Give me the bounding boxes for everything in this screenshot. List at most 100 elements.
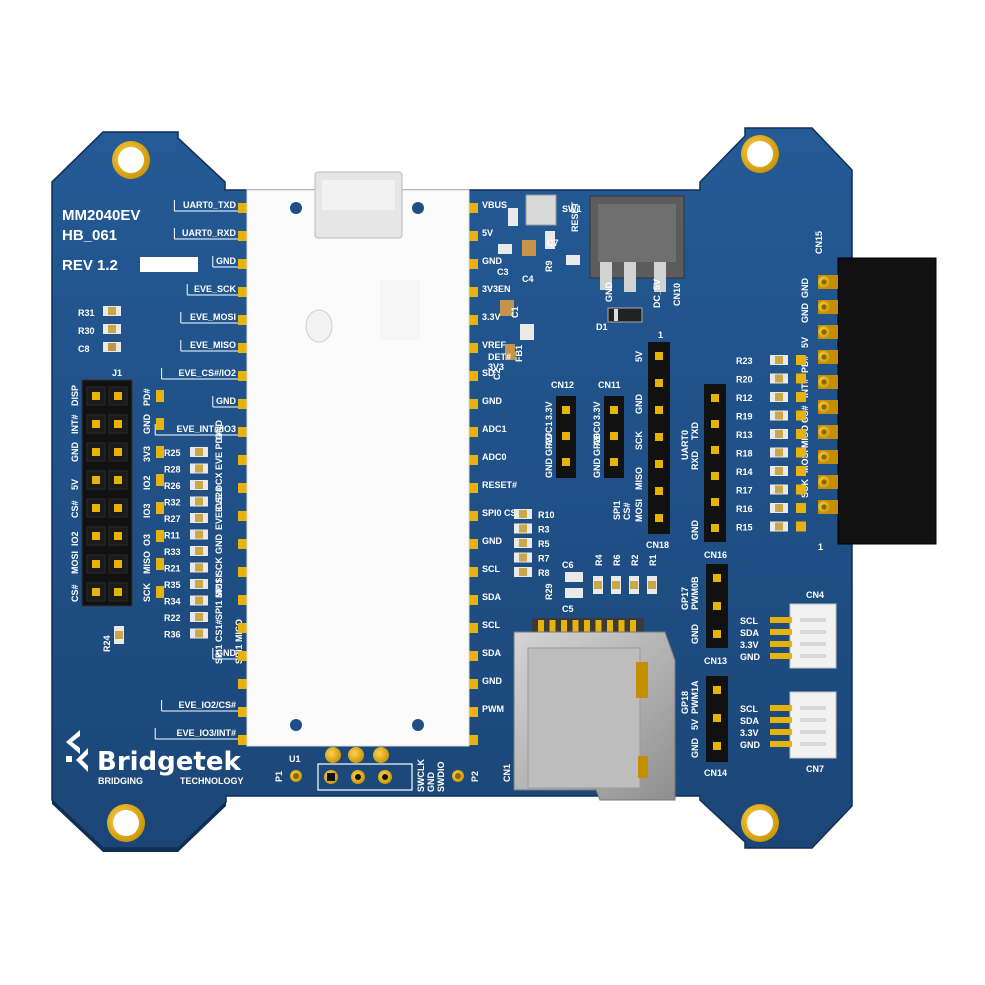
pin-label: MOSI (800, 450, 810, 473)
svg-text:C7: C7 (547, 238, 559, 248)
pin-label: GP27 (544, 433, 554, 456)
j1-pin-label: CS# (70, 584, 80, 602)
header-pin (92, 420, 100, 428)
header-pin (655, 433, 663, 441)
r24: R24 (102, 626, 124, 652)
board-rev: REV 1.2 (62, 257, 118, 274)
j1-pin-label: PD# (142, 388, 152, 406)
svg-text:3V3: 3V3 (488, 362, 504, 372)
svg-text:GND: GND (426, 772, 436, 793)
ref-designator: R4 (594, 554, 604, 566)
header-pin (92, 476, 100, 484)
signal-label: VREF (482, 340, 507, 350)
pin-label: CS# (622, 502, 632, 520)
ref-designator: R27 (164, 514, 181, 524)
j1-pin-label: O3 (142, 534, 152, 546)
ref-designator: R26 (164, 481, 181, 491)
header-pin (114, 560, 122, 568)
signal-label: SDA (482, 648, 502, 658)
bridgetek-logo: Bridgetek BRIDGING TECHNOLOGY (66, 730, 244, 786)
header-pin (562, 458, 570, 466)
pin-label: 3.3V (592, 401, 602, 420)
ref-designator: C6 (562, 560, 574, 570)
pin-label: GND (800, 303, 810, 324)
ref-designator: R11 (164, 531, 180, 541)
ref-designator: R17 (736, 486, 753, 496)
left-signal-labels: UART0_TXDUART0_RXDGNDEVE_SCKEVE_MOSIEVE_… (154, 200, 238, 740)
signal-label: RESET# (482, 480, 517, 490)
signal-label: 5V (482, 228, 493, 238)
bridgetek-logo-icon (66, 730, 88, 772)
j1-pin-label: MOSI (70, 551, 80, 574)
signal-label: UART0_RXD (182, 228, 237, 238)
signal-label: EVE PD# (214, 432, 224, 470)
d1-diode (607, 307, 643, 323)
svg-text:CN16: CN16 (704, 550, 727, 560)
signal-label: EVE_IO3/INT# (176, 728, 236, 738)
ref-designator: R20 (736, 375, 753, 385)
header-pin (114, 588, 122, 596)
ref-designator: R2 (630, 554, 640, 566)
pin-label: GP18 (680, 691, 690, 714)
signal-label: EVE_SCK (194, 284, 237, 294)
pin-label: SPI1 (612, 500, 622, 520)
mounting-holes (107, 135, 779, 842)
pin-label: SCK (634, 430, 644, 450)
svg-text:SW1: SW1 (562, 204, 582, 214)
ref-designator: R10 (538, 510, 555, 520)
ref-designator: R29 (544, 583, 554, 600)
signal-label: SCL (482, 564, 501, 574)
header-pin (114, 476, 122, 484)
ref-designator: R19 (736, 412, 753, 422)
svg-text:CN18: CN18 (646, 540, 669, 550)
ref-designator: R14 (736, 467, 753, 477)
header-pin (711, 446, 719, 454)
header-pin (655, 460, 663, 468)
header-pin (711, 498, 719, 506)
ref-designator: R28 (164, 465, 181, 475)
pin-label: ADC0 (592, 421, 602, 446)
pin-label: GND (740, 652, 761, 662)
signal-label: EVE_INT#/IO3 (176, 424, 236, 434)
ref-designator: R6 (612, 554, 622, 566)
header-pin (713, 630, 721, 638)
signal-label: SPI0 CS2# (482, 508, 527, 518)
ref-designator: R36 (164, 630, 181, 640)
top-components: SW1 RESET C7 C3 C4 R9 C1 FB1 C2 DET# 3V3… (488, 194, 685, 380)
svg-text:DC_5V: DC_5V (652, 279, 662, 308)
header-pin (713, 742, 721, 750)
signal-label: 3.3V (482, 312, 501, 322)
j1-pin-label: IO2 (70, 531, 80, 546)
svg-text:D1: D1 (596, 322, 608, 332)
svg-text:SWDIO: SWDIO (436, 762, 446, 793)
signal-label: EVE_CS#/IO2 (178, 368, 236, 378)
pin-label: GND (690, 520, 700, 541)
label-blank-box (140, 257, 198, 272)
header-pin (711, 394, 719, 402)
header-pin (655, 352, 663, 360)
ref-designator: R18 (736, 449, 753, 459)
signal-label: GND (482, 396, 503, 406)
svg-text:C1: C1 (510, 306, 520, 318)
header-pin (114, 532, 122, 540)
j1-pin-label: INT# (70, 414, 80, 434)
signal-label: SCL (482, 620, 501, 630)
svg-text:RESET: RESET (570, 201, 580, 232)
pin-label: GND (634, 394, 644, 415)
header-pin (711, 420, 719, 428)
j1-pin-label: GND (70, 442, 80, 463)
svg-text:GND: GND (604, 282, 614, 303)
pin-label: GND (544, 458, 554, 479)
header-pin (713, 714, 721, 722)
svg-text:R9: R9 (544, 260, 554, 272)
signal-label: EVE DCX (214, 472, 224, 512)
pin-label: PWM1A (690, 680, 700, 714)
ref-designator: R12 (736, 393, 753, 403)
ref-designator: R25 (164, 448, 181, 458)
signal-label: GND (214, 420, 224, 441)
